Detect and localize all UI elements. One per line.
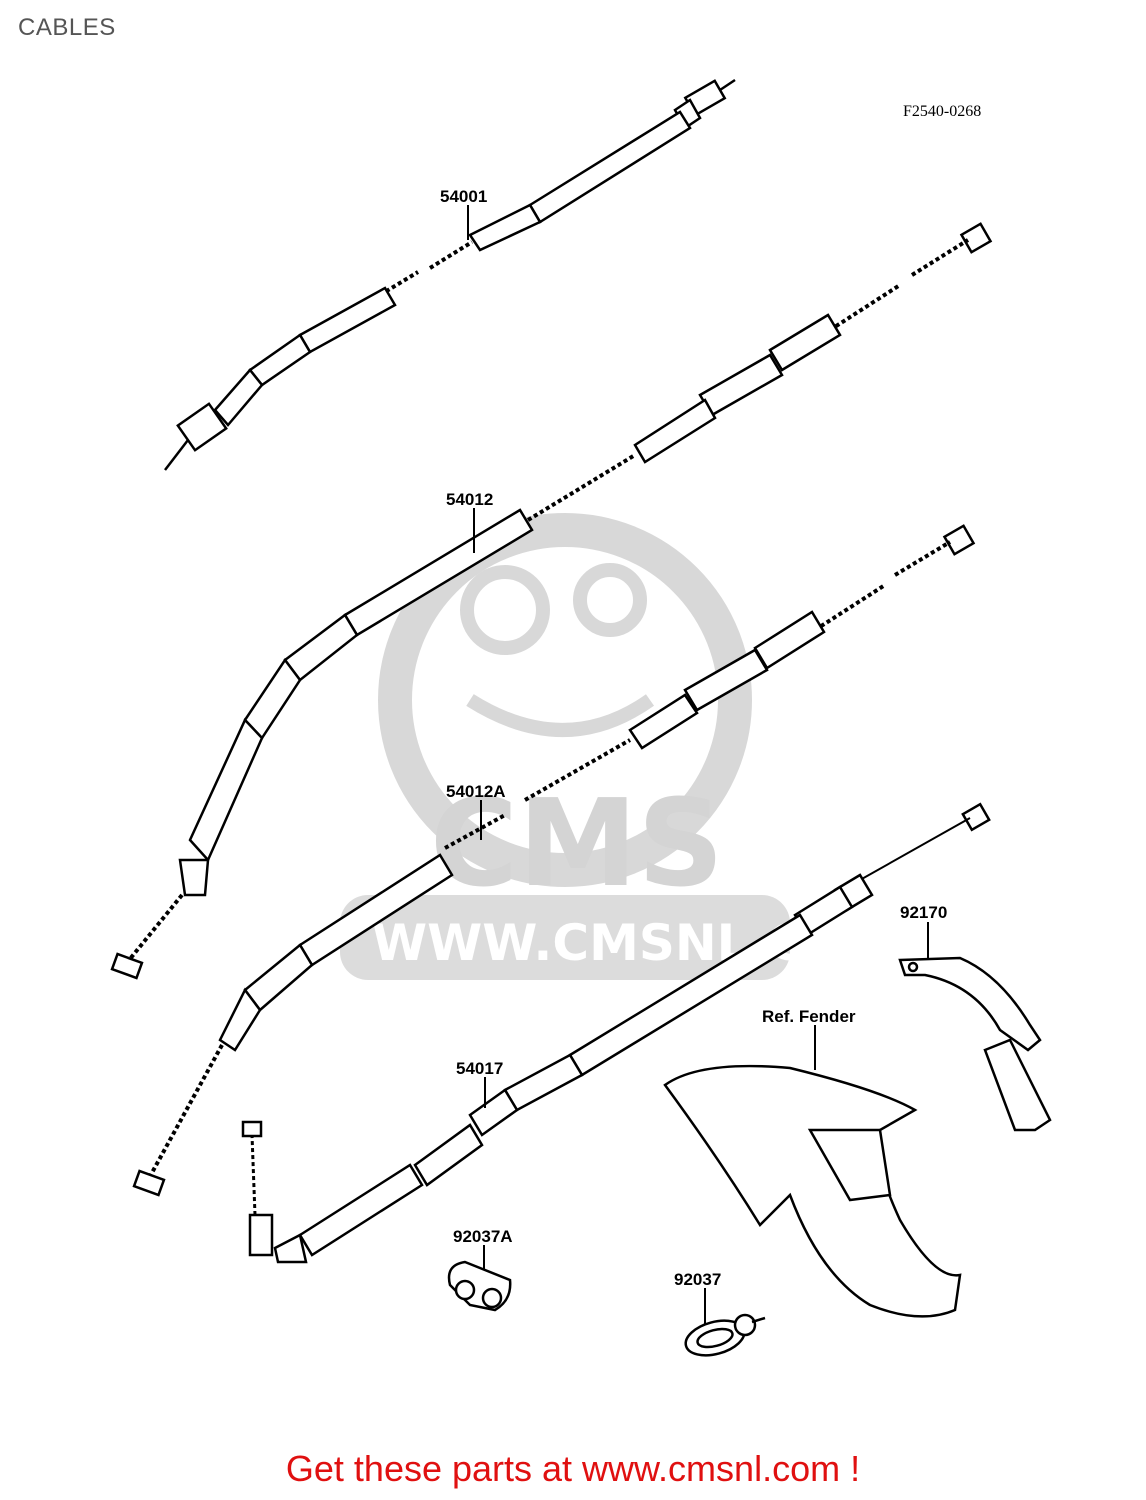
- cable-54001: [164, 78, 736, 471]
- label-54017: 54017: [456, 1059, 503, 1078]
- label-92170: 92170: [900, 903, 947, 922]
- label-ref-fender: Ref. Fender: [762, 1007, 856, 1026]
- cable-54012: [110, 222, 993, 980]
- label-92037: 92037: [674, 1270, 721, 1289]
- diagram-code: F2540-0268: [903, 103, 982, 120]
- cable-54012A: [132, 524, 976, 1197]
- label-54012A: 54012A: [446, 782, 506, 801]
- grommet-92037: [684, 1313, 766, 1357]
- page-title: CABLES: [18, 14, 116, 41]
- label-54012: 54012: [446, 490, 493, 509]
- footer-promo-link[interactable]: Get these parts at www.cmsnl.com !: [285, 1448, 861, 1489]
- watermark-mascot: [378, 513, 752, 887]
- watermark: CMS WWW.CMSNL.COM: [340, 513, 897, 980]
- clamp-92037A: [447, 1260, 512, 1312]
- label-92037A: 92037A: [453, 1227, 513, 1246]
- cable-54017: [241, 802, 991, 1264]
- watermark-logo-text: CMS: [430, 775, 724, 914]
- fender-ref: [663, 1064, 962, 1318]
- bracket-92170: [898, 956, 1052, 1132]
- label-54001: 54001: [440, 187, 487, 206]
- leader-lines: [467, 205, 929, 1325]
